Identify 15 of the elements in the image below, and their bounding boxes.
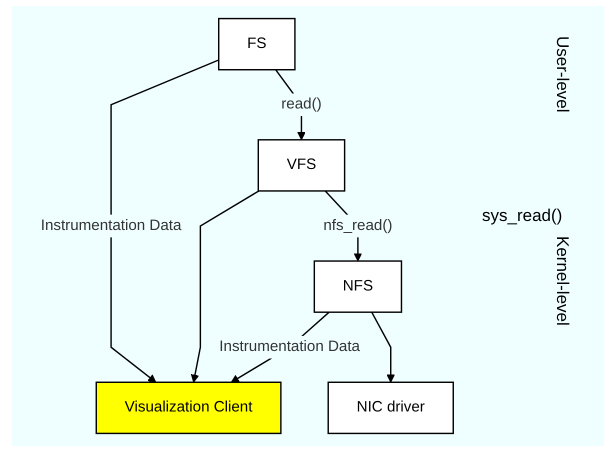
node-box: NFS (314, 260, 402, 313)
arrow (110, 59, 219, 383)
edge-label: Instrumentation Data (219, 338, 360, 355)
call-label: sys_read() (482, 206, 562, 226)
level-label: Kernel-level (552, 236, 572, 326)
level-label: User-level (552, 36, 572, 113)
node-box: VFS (258, 139, 346, 192)
node-box: Visualization Client (96, 382, 282, 434)
edge-label: read() (281, 96, 322, 112)
edge-label: nfs_read() (323, 217, 392, 234)
node-box: NIC driver (328, 382, 454, 434)
edge-label: Instrumentation Data (40, 217, 182, 234)
arrow (371, 312, 395, 383)
node-box: FS (218, 18, 296, 70)
arrow (190, 190, 260, 383)
